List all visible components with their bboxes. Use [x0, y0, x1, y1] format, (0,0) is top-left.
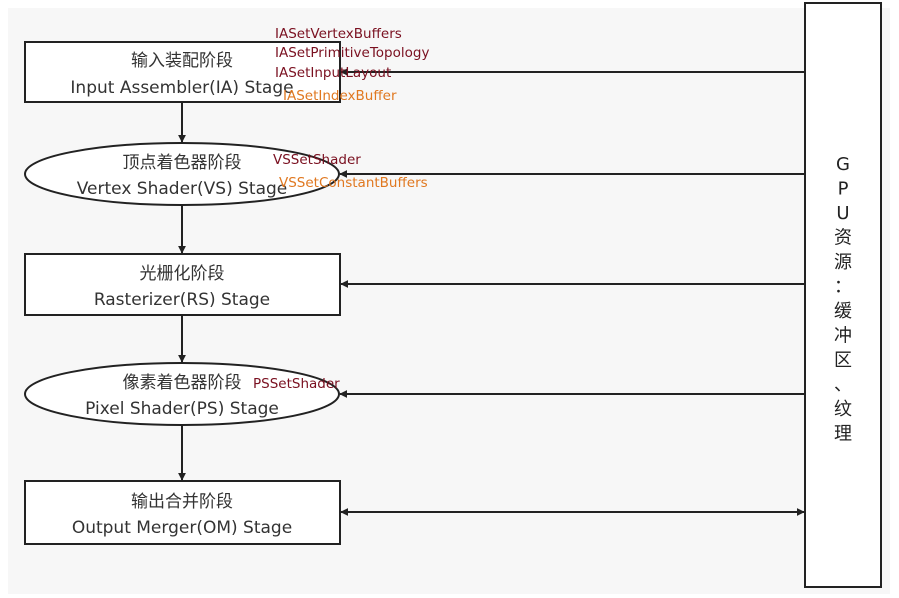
api-label-vs-constant-buffers: VSSetConstantBuffers: [279, 175, 428, 191]
api-label-ps-set-shader: PSSetShader: [253, 376, 340, 392]
api-label-vs-set-shader: VSSetShader: [273, 152, 361, 168]
stage-rasterizer-en: Rasterizer(RS) Stage: [94, 290, 270, 310]
gpu-resources-char: 源: [834, 252, 852, 273]
stage-input-assembler: 输入装配阶段 Input Assembler(IA) Stage: [24, 41, 341, 103]
stage-pixel-shader-en: Pixel Shader(PS) Stage: [85, 399, 279, 419]
stage-input-assembler-zh: 输入装配阶段: [131, 51, 233, 71]
gpu-resources-char: 资: [834, 228, 852, 249]
stage-pixel-shader-zh: 像素着色器阶段: [123, 373, 242, 393]
gpu-resources-char: 纹: [834, 399, 852, 420]
stage-output-merger-box: [24, 480, 341, 545]
stage-input-assembler-en: Input Assembler(IA) Stage: [70, 78, 293, 98]
gpu-resources-char: 区: [834, 350, 852, 371]
stage-rasterizer-zh: 光栅化阶段: [140, 264, 225, 284]
stage-output-merger-en: Output Merger(OM) Stage: [72, 518, 292, 538]
stage-vertex-shader-zh: 顶点着色器阶段: [123, 153, 242, 173]
stage-output-merger: 输出合并阶段 Output Merger(OM) Stage: [24, 480, 341, 545]
gpu-resources-char: P: [838, 179, 849, 200]
gpu-resources-char: 冲: [834, 326, 852, 347]
gpu-resources-char: U: [836, 203, 849, 224]
gpu-resources-box: [804, 2, 882, 588]
api-label-ia-vertex-buffers: IASetVertexBuffers: [275, 26, 402, 42]
stage-vertex-shader-en: Vertex Shader(VS) Stage: [77, 179, 287, 199]
stage-vertex-shader: 顶点着色器阶段 Vertex Shader(VS) Stage: [24, 142, 340, 206]
stage-rasterizer-box: [24, 253, 341, 316]
stage-pixel-shader: 像素着色器阶段 Pixel Shader(PS) Stage: [24, 362, 340, 426]
gpu-resources-char: ：: [834, 277, 852, 298]
gpu-resources-char: 缓: [834, 301, 852, 322]
stage-rasterizer: 光栅化阶段 Rasterizer(RS) Stage: [24, 253, 341, 316]
gpu-resources-char: G: [836, 154, 850, 175]
gpu-resources-char: 理: [834, 424, 852, 445]
api-label-ia-primitive-topology: IASetPrimitiveTopology: [275, 45, 429, 61]
api-label-ia-index-buffer: IASetIndexBuffer: [283, 88, 397, 104]
api-label-ia-input-layout: IASetInputLayout: [275, 65, 391, 81]
gpu-resources-char: 、: [834, 375, 852, 396]
stage-output-merger-zh: 输出合并阶段: [131, 492, 233, 512]
